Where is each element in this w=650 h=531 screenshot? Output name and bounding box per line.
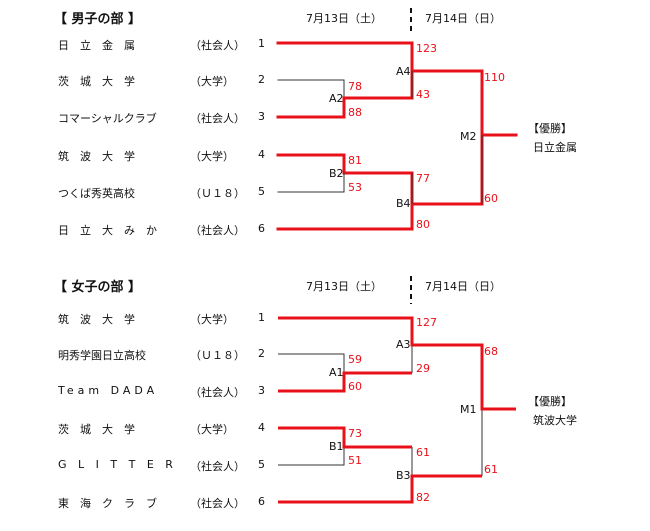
- men-section-title: 【 男子の部 】: [54, 12, 142, 27]
- women-team-4-seed: 4: [258, 421, 265, 434]
- women-team-6-seed: 6: [258, 495, 265, 508]
- men-date-day1: 7月13日（土）: [306, 12, 382, 25]
- men-match-b2-score-top: 81: [348, 154, 362, 167]
- men-match-a2-score-top: 78: [348, 80, 362, 93]
- women-section-title: 【 女子の部 】: [54, 280, 142, 295]
- women-team-2-name: 明秀学園日立高校: [58, 349, 146, 362]
- women-match-b1-label: B1: [329, 440, 344, 453]
- women-path-team3: [278, 371, 412, 393]
- women-team-5-affiliation: （社会人）: [190, 460, 245, 473]
- women-match-b3-score-top: 61: [416, 446, 430, 459]
- men-match-a2-score-bottom: 88: [348, 106, 362, 119]
- women-team-1-name: 筑 波 大 学: [58, 313, 135, 326]
- women-match-b3-label: B3: [396, 469, 411, 482]
- women-match-a1-score-top: 59: [348, 353, 362, 366]
- men-path-team2: [277, 79, 345, 99]
- men-team-4-name: 筑 波 大 学: [58, 150, 135, 163]
- men-team-5-affiliation: （Ｕ１８）: [190, 187, 245, 200]
- women-match-m1-score-top: 68: [484, 345, 498, 358]
- women-match-a1-label: A1: [329, 366, 344, 379]
- men-team-3-seed: 3: [258, 110, 265, 123]
- women-team-1-affiliation: （大学）: [190, 313, 234, 326]
- men-team-2-seed: 2: [258, 73, 265, 86]
- men-team-6-name: 日 立 大 み か: [58, 224, 157, 237]
- women-path-team5: [278, 447, 345, 466]
- men-team-6-affiliation: （社会人）: [190, 224, 245, 237]
- men-match-b4-score-top: 77: [416, 172, 430, 185]
- men-team-5-seed: 5: [258, 185, 265, 198]
- men-team-6-seed: 6: [258, 222, 265, 235]
- women-team-4-name: 茨 城 大 学: [58, 423, 135, 436]
- men-match-a4-label: A4: [396, 65, 411, 78]
- women-match-a3-score-bottom: 29: [416, 362, 430, 375]
- men-champion-label: 【優勝】: [528, 122, 572, 135]
- men-team-2-name: 茨 城 大 学: [58, 75, 135, 88]
- women-date-day1: 7月13日（土）: [306, 280, 382, 293]
- women-match-b3-score-bottom: 82: [416, 491, 430, 504]
- women-match-a3-score-top: 127: [416, 316, 437, 329]
- men-path-team5: [277, 172, 345, 193]
- men-team-3-affiliation: （社会人）: [190, 112, 245, 125]
- women-match-m1-score-bottom: 61: [484, 463, 498, 476]
- women-team-2-affiliation: （Ｕ１８）: [190, 349, 245, 362]
- women-match-a3-label: A3: [396, 338, 411, 351]
- women-team-3-affiliation: （社会人）: [190, 386, 245, 399]
- women-team-3-name: Team DADA: [58, 384, 159, 397]
- men-team-1-affiliation: （社会人）: [190, 39, 245, 52]
- men-match-m2-score-top: 110: [484, 71, 505, 84]
- women-team-2-seed: 2: [258, 347, 265, 360]
- men-champion-name: 日立金属: [533, 141, 577, 154]
- women-match-m1-label: M1: [460, 403, 477, 416]
- men-match-b2-score-bottom: 53: [348, 181, 362, 194]
- men-team-3-name: コマーシャルクラブ: [58, 112, 157, 125]
- women-match-b1-score-bottom: 51: [348, 454, 362, 467]
- men-match-b4-score-bottom: 80: [416, 218, 430, 231]
- women-date-day2: 7月14日（日）: [425, 280, 501, 293]
- men-path-team1: [276, 41, 518, 137]
- men-team-4-affiliation: （大学）: [190, 150, 234, 163]
- men-team-1-name: 日 立 金 属: [58, 39, 135, 52]
- men-match-m2-score-bottom: 60: [484, 192, 498, 205]
- women-champion-name: 筑波大学: [533, 414, 577, 427]
- women-path-team2: [278, 353, 345, 373]
- women-path-team6: [278, 474, 482, 504]
- women-path-team4: [278, 426, 412, 449]
- women-path-team1: [278, 316, 516, 411]
- women-match-b1-score-top: 73: [348, 427, 362, 440]
- women-team-3-seed: 3: [258, 384, 265, 397]
- women-team-6-name: 東 海 ク ラ ブ: [58, 497, 157, 510]
- women-team-4-affiliation: （大学）: [190, 423, 234, 436]
- men-match-a4-score-top: 123: [416, 42, 437, 55]
- women-match-a1-score-bottom: 60: [348, 380, 362, 393]
- men-match-b2-label: B2: [329, 167, 344, 180]
- women-team-5-seed: 5: [258, 458, 265, 471]
- women-team-5-name: G L I T T E R: [58, 458, 177, 471]
- men-date-day2: 7月14日（日）: [425, 12, 501, 25]
- men-match-b4-label: B4: [396, 197, 411, 210]
- men-match-a4-score-bottom: 43: [416, 88, 430, 101]
- women-team-1-seed: 1: [258, 311, 265, 324]
- men-team-2-affiliation: （大学）: [190, 75, 234, 88]
- men-team-4-seed: 4: [258, 148, 265, 161]
- men-match-a2-label: A2: [329, 92, 344, 105]
- men-team-1-seed: 1: [258, 37, 265, 50]
- women-team-6-affiliation: （社会人）: [190, 497, 245, 510]
- men-team-5-name: つくば秀英高校: [58, 187, 135, 200]
- women-champion-label: 【優勝】: [528, 395, 572, 408]
- men-match-m2-label: M2: [460, 130, 477, 143]
